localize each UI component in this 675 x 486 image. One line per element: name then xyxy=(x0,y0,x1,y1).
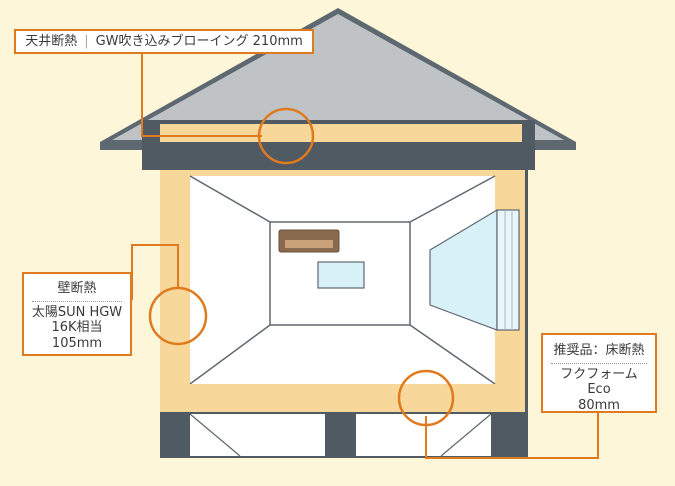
crawl-space-right xyxy=(356,414,491,456)
crawl-space-left xyxy=(190,414,325,456)
room-edge-4 xyxy=(409,324,496,385)
roof-surface xyxy=(112,14,564,140)
ceiling-highlight-circle xyxy=(257,107,315,165)
floor-thickness-line: 80mm xyxy=(578,397,620,413)
crawl-edge-1 xyxy=(189,413,241,457)
floor-callout-title: 推奨品：床断熱 xyxy=(553,343,645,358)
floor-callout-divider xyxy=(551,362,647,364)
floor-insulation xyxy=(160,384,525,414)
ceiling-insulation-callout: 天井断熱 | GW吹き込みブローイング 210mm xyxy=(14,29,314,54)
ceiling-connector xyxy=(141,54,262,137)
wall-insulation-callout: 壁断熱 太陽SUN HGW 16K相当 105mm xyxy=(22,272,132,356)
air-conditioner-vent xyxy=(285,240,333,248)
floor-variant-line: Eco xyxy=(587,382,611,398)
callout-separator: | xyxy=(84,33,89,49)
floor-connector xyxy=(425,413,599,459)
floor-product-line: フクフォーム xyxy=(560,366,638,382)
wall-thickness-line: 105mm xyxy=(51,335,103,351)
room-edge-2 xyxy=(409,175,496,223)
ceiling-product-label: GW吹き込みブローイング 210mm xyxy=(95,33,303,49)
wall-highlight-circle xyxy=(148,286,208,346)
wall-callout-divider xyxy=(32,300,122,302)
wall-connector xyxy=(131,244,179,300)
wall-callout-title: 壁断熱 xyxy=(57,281,97,296)
room-edge-1 xyxy=(189,175,271,223)
back-window xyxy=(317,261,365,289)
floor-highlight-circle xyxy=(397,369,455,427)
crawl-edge-2 xyxy=(440,413,492,457)
wall-density-line: 16K相当 xyxy=(51,320,103,336)
wall-product-line: 太陽SUN HGW xyxy=(31,304,123,320)
room-edge-3 xyxy=(189,324,271,385)
top-wall-insulation xyxy=(160,170,525,176)
side-window-frame xyxy=(496,209,520,331)
floor-insulation-callout: 推奨品：床断熱 フクフォーム Eco 80mm xyxy=(541,333,657,413)
ceiling-insulation xyxy=(160,124,522,142)
ceiling-category-label: 天井断熱 xyxy=(25,33,78,49)
